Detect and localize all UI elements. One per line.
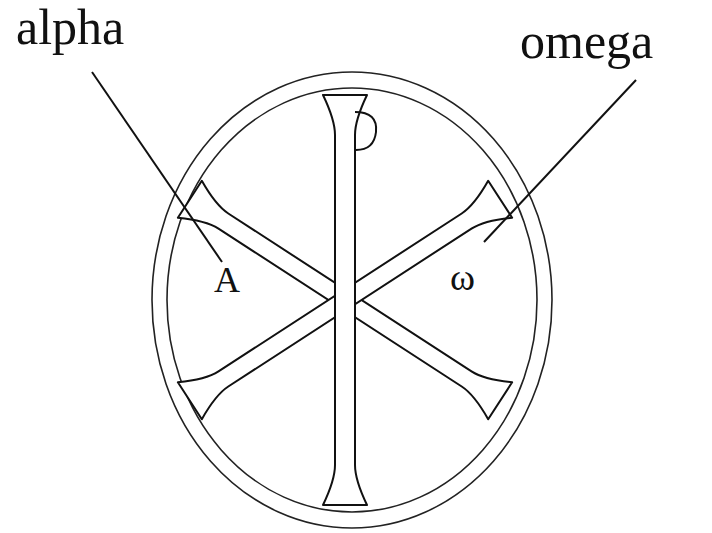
leader-line <box>484 80 636 242</box>
rho-loop <box>355 112 376 150</box>
leader-line <box>92 72 222 262</box>
inner-ring <box>167 88 537 512</box>
cross-staff <box>323 95 367 505</box>
outer-ring <box>152 72 552 528</box>
greek-letter: ω <box>450 258 475 296</box>
callout-label: alpha <box>16 2 124 52</box>
callout-label: omega <box>520 16 653 66</box>
greek-letter: Α <box>214 262 240 298</box>
